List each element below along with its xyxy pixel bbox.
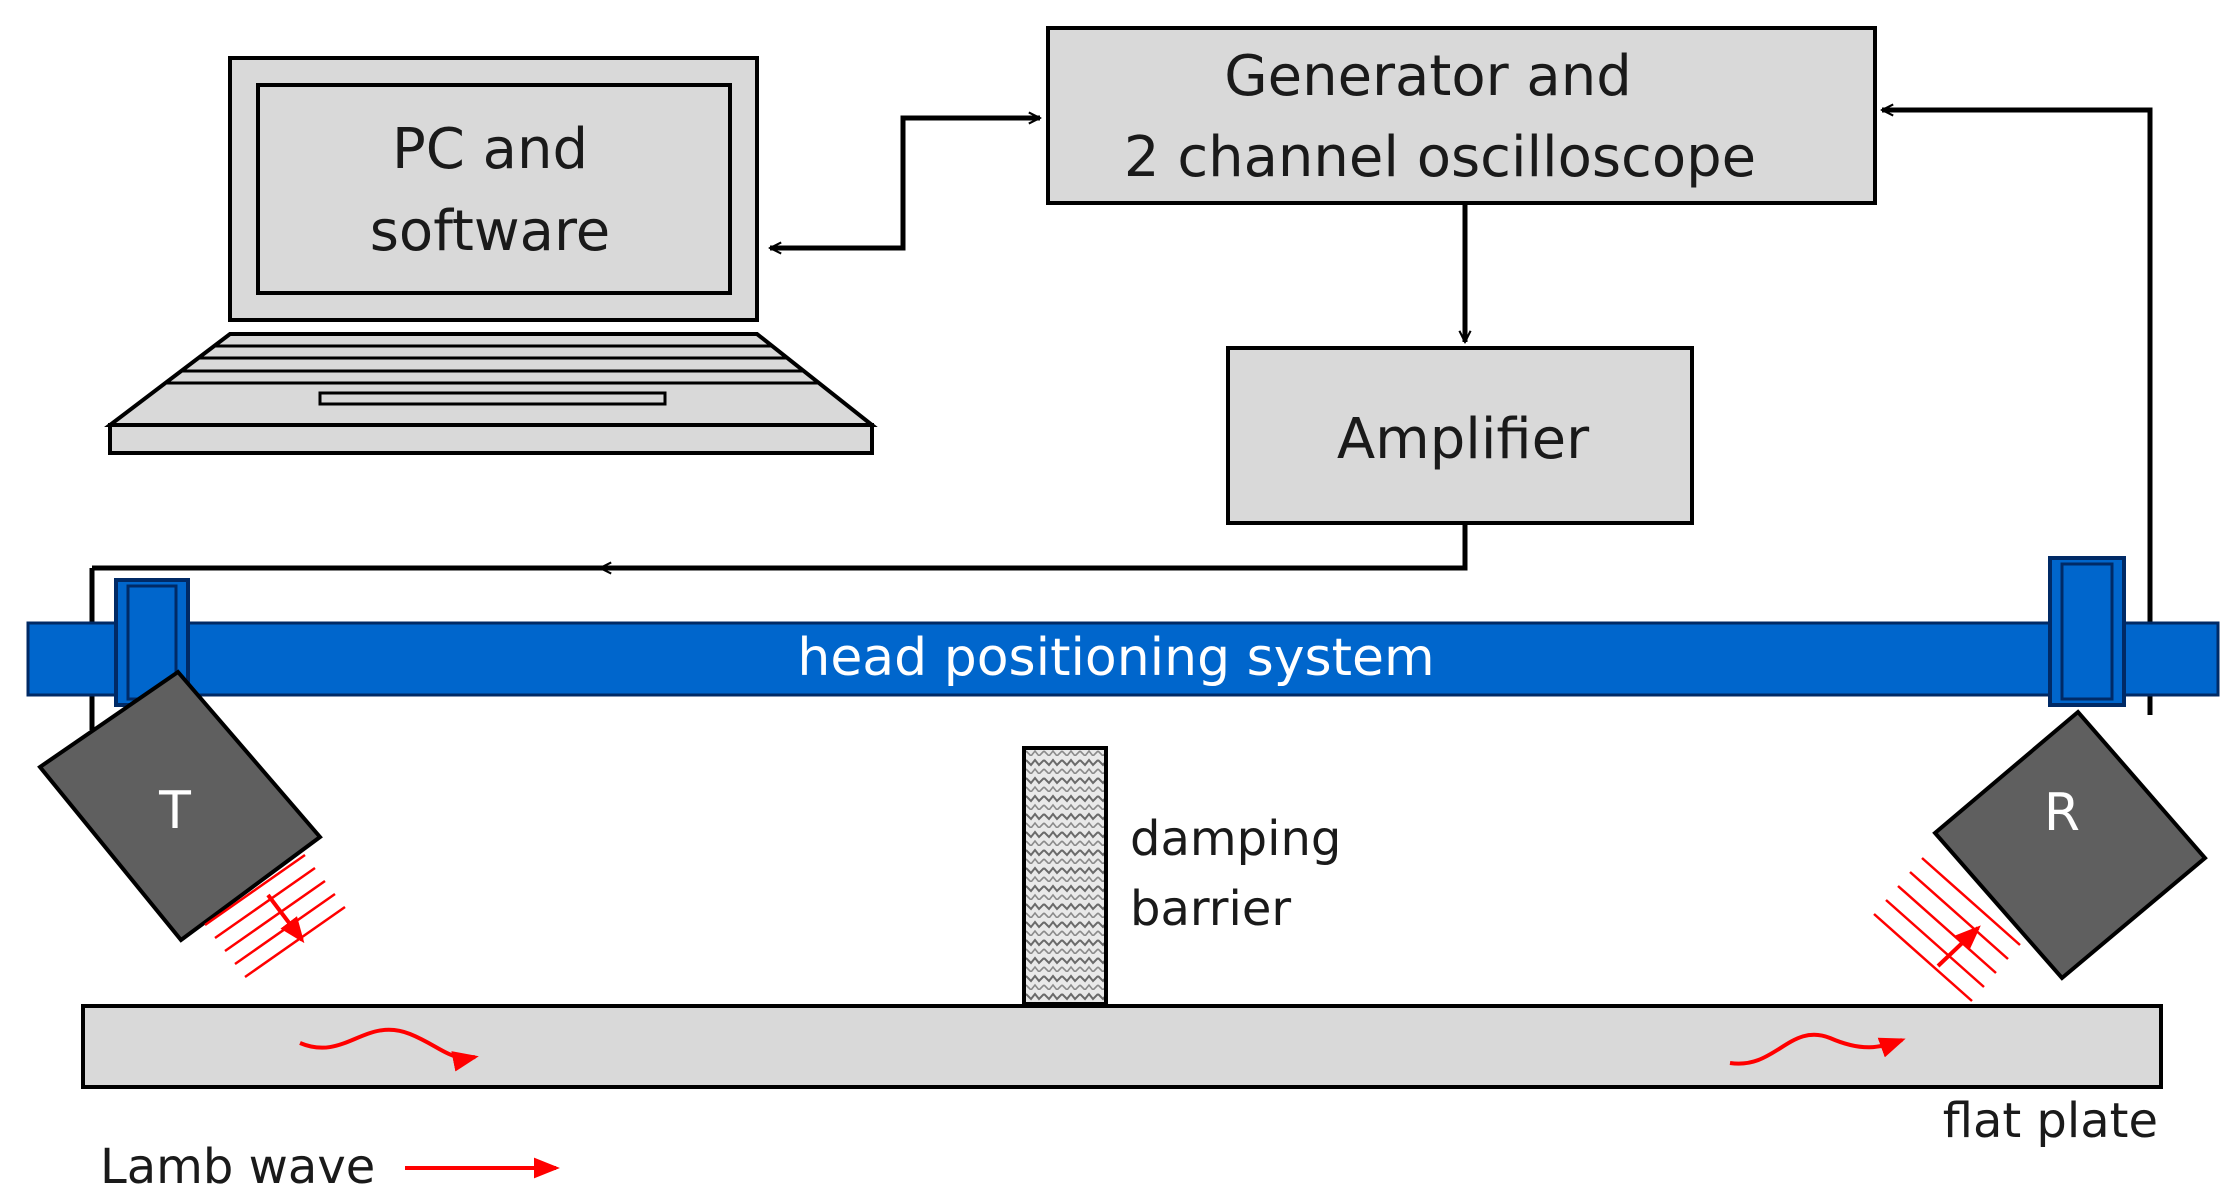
amplifier-label: Amplifier bbox=[1337, 407, 1590, 472]
barrier-label-line2: barrier bbox=[1130, 881, 1291, 937]
amplifier-transmitter-link bbox=[600, 525, 1468, 568]
rail-bar bbox=[26, 621, 2220, 697]
transmitter-probe: T bbox=[37, 669, 346, 979]
carriage-inner-right bbox=[2060, 562, 2114, 701]
head-positioning-rail: head positioning system bbox=[26, 621, 2220, 697]
amplifier-rect bbox=[1226, 346, 1694, 525]
generator-label-line1: Generator and bbox=[1224, 44, 1632, 109]
plate-label: flat plate bbox=[1943, 1093, 2158, 1149]
transmitter-body bbox=[37, 669, 323, 943]
legend-label: Lamb wave bbox=[100, 1139, 375, 1195]
pc-generator-link bbox=[770, 118, 1040, 248]
receiver-carriage bbox=[2048, 556, 2126, 707]
laptop-keyboard bbox=[104, 332, 878, 427]
generator-label-line2: 2 channel oscilloscope bbox=[1124, 125, 1756, 190]
receiver-beam-arrow bbox=[1936, 925, 1981, 968]
laptop-touchpad bbox=[318, 391, 667, 406]
pc-label-line1: PC and bbox=[392, 117, 588, 182]
barrier-label-line1: damping bbox=[1130, 811, 1341, 867]
laptop-icon: PC and software bbox=[104, 56, 878, 455]
laptop-base bbox=[108, 423, 874, 455]
rail-label: head positioning system bbox=[797, 628, 1434, 688]
amplifier-box: Amplifier bbox=[1226, 346, 1694, 525]
receiver-label: R bbox=[2044, 783, 2080, 843]
pc-label-line2: software bbox=[370, 199, 611, 264]
transmitter-beam-arrow bbox=[266, 893, 305, 944]
generator-box: Generator and 2 channel oscilloscope bbox=[1046, 26, 1877, 205]
lamb-wave-right bbox=[1729, 1032, 1906, 1066]
lamb-wave-left bbox=[299, 1027, 479, 1072]
flat-plate: flat plate bbox=[81, 1004, 2163, 1149]
plate-body bbox=[81, 1004, 2163, 1089]
transmitter-label: T bbox=[158, 781, 191, 841]
generator-rect bbox=[1046, 26, 1877, 205]
receiver-beam bbox=[1873, 857, 2021, 1002]
legend: Lamb wave bbox=[100, 1139, 560, 1195]
receiver-body bbox=[1932, 709, 2208, 981]
receiver-probe: R bbox=[1873, 709, 2208, 1002]
receiver-generator-link bbox=[1882, 110, 2153, 715]
damping-barrier: damping barrier bbox=[1022, 746, 1341, 1006]
barrier-block bbox=[1022, 746, 1108, 1006]
laptop-display bbox=[256, 83, 732, 295]
